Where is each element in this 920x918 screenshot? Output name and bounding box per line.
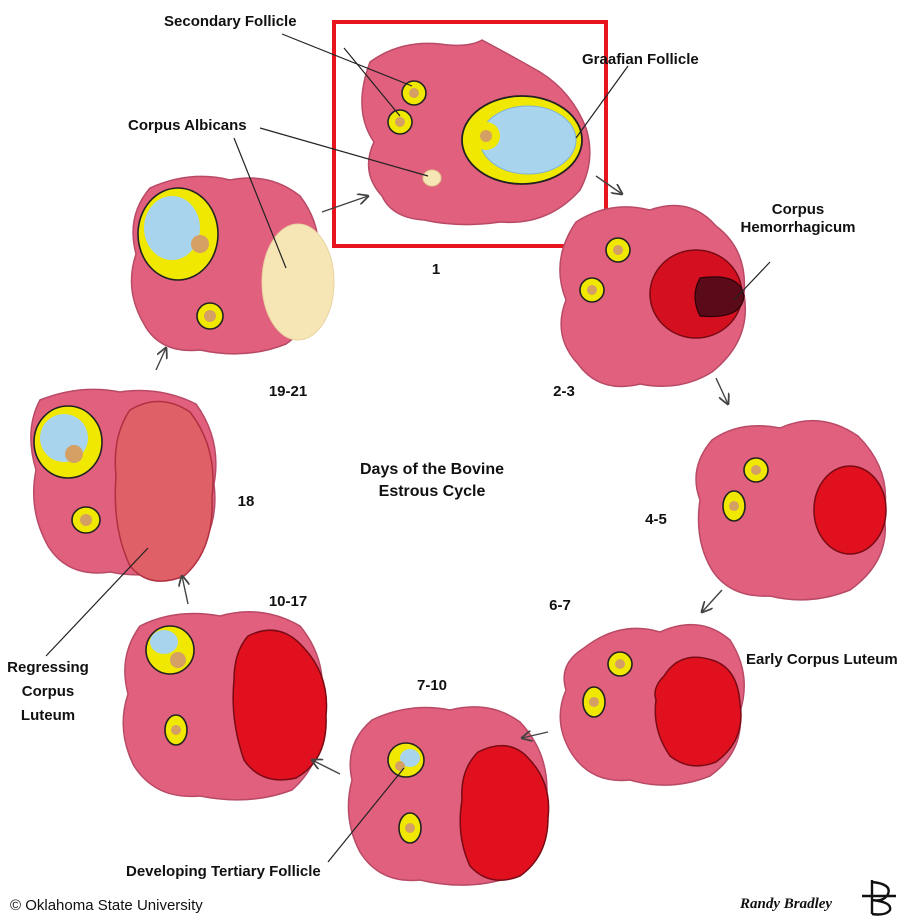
day-label-4-5: 4-5 xyxy=(645,511,667,528)
early-corpus-luteum xyxy=(655,657,741,766)
day-label-6-7: 6-7 xyxy=(549,597,571,614)
signature: Randy Bradley xyxy=(739,896,832,912)
ovary-day-4-5 xyxy=(696,421,886,600)
ovary-day-1 xyxy=(362,40,590,225)
day-label-10-17: 10-17 xyxy=(269,593,307,610)
ovary-day-10-17 xyxy=(123,612,326,800)
ovary-day-2-3 xyxy=(560,206,745,387)
label-secondary-follicle: Secondary Follicle xyxy=(164,13,297,30)
copyright-text: © Oklahoma State University xyxy=(10,897,203,914)
corpus-luteum-day-7-10 xyxy=(460,746,548,881)
small-corpus-albicans xyxy=(423,170,441,186)
label-regressing-line-3: Luteum xyxy=(21,707,75,724)
regressing-corpus-luteum xyxy=(115,401,213,581)
day-label-18: 18 xyxy=(238,493,255,510)
label-corpus-hemorrhagicum-line-1: Corpus xyxy=(772,201,825,218)
center-title-line-1: Days of the Bovine xyxy=(360,461,504,478)
label-developing-tertiary-follicle: Developing Tertiary Follicle xyxy=(126,863,321,880)
day-label-7-10: 7-10 xyxy=(417,677,447,694)
corpus-albicans xyxy=(262,224,334,340)
center-title-line-2: Estrous Cycle xyxy=(379,483,486,500)
corpus-luteum-day-4-5 xyxy=(814,466,886,554)
label-early-corpus-luteum: Early Corpus Luteum xyxy=(746,651,898,668)
label-graafian-follicle: Graafian Follicle xyxy=(582,51,699,68)
ovary-day-6-7 xyxy=(560,625,744,786)
label-corpus-hemorrhagicum-line-2: Hemorrhagicum xyxy=(740,219,855,236)
day-label-19-21: 19-21 xyxy=(269,383,307,400)
day-label-2-3: 2-3 xyxy=(553,383,575,400)
day-label-1: 1 xyxy=(432,261,440,278)
ovary-day-7-10 xyxy=(348,707,548,885)
ovary-day-18 xyxy=(31,389,216,581)
rb-monogram-icon xyxy=(862,880,896,915)
ovary-day-19-21 xyxy=(132,176,335,353)
label-regressing-line-2: Corpus xyxy=(22,683,75,700)
label-corpus-albicans: Corpus Albicans xyxy=(128,117,247,134)
label-regressing-line-1: Regressing xyxy=(7,659,89,676)
